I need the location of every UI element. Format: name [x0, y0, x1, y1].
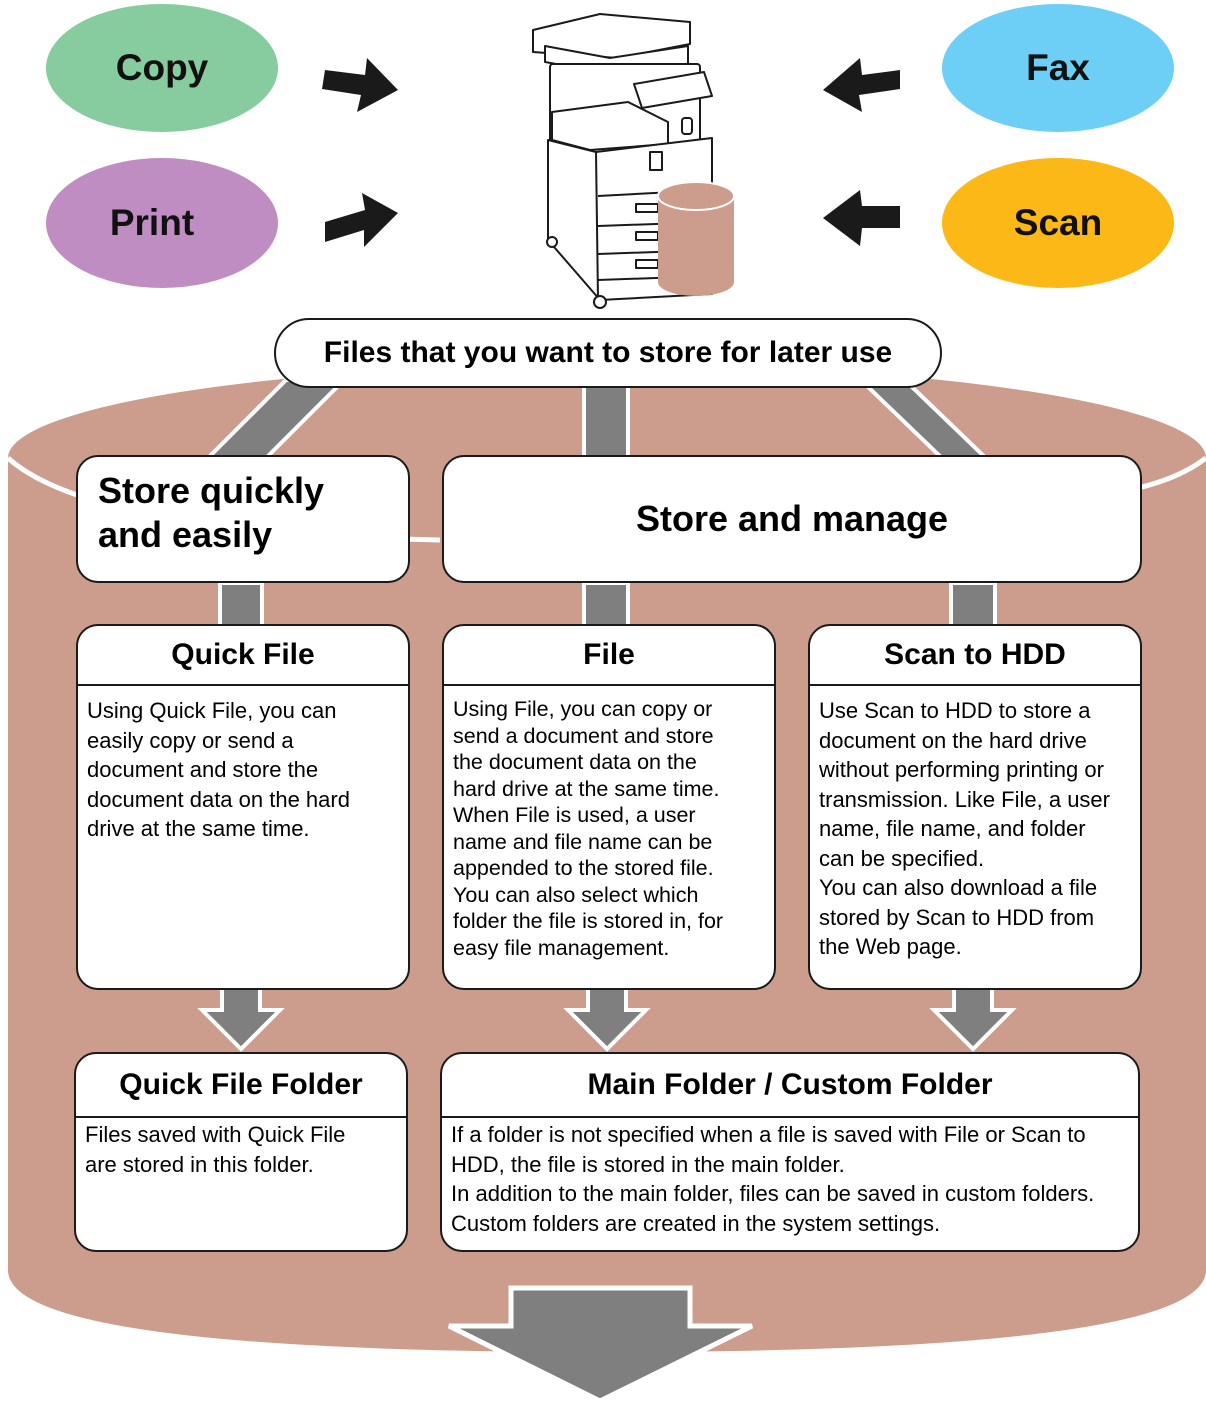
folder-main-custom-text: If a folder is not specified when a file…	[442, 1116, 1138, 1238]
mode-scan-to-hdd-text: Use Scan to HDD to store a document on t…	[819, 698, 1110, 959]
category-manage-title: Store and manage	[635, 498, 949, 539]
mode-quick-file: Quick File Using Quick File, you can eas…	[76, 624, 410, 990]
category-manage: Store and manage	[442, 455, 1142, 583]
mode-file: File Using File, you can copy or send a …	[442, 624, 776, 990]
files-header-label: Files that you want to store for later u…	[323, 336, 893, 369]
files-header: Files that you want to store for later u…	[274, 318, 942, 388]
arrow-scan	[823, 190, 900, 246]
hard-drive-icon	[657, 181, 735, 296]
source-copy-label: Copy	[115, 47, 209, 88]
arrow-copy	[322, 58, 398, 112]
input-arrows	[322, 58, 900, 247]
source-fax: Fax	[942, 4, 1174, 132]
folder-quick-file: Quick File Folder Files saved with Quick…	[74, 1052, 408, 1252]
mode-scan-to-hdd-title: Scan to HDD	[810, 626, 1140, 686]
source-print-label: Print	[109, 202, 195, 243]
mode-scan-to-hdd: Scan to HDD Use Scan to HDD to store a d…	[808, 624, 1142, 990]
bottom-output-arrow	[447, 1285, 754, 1401]
source-scan: Scan	[942, 158, 1174, 288]
category-quick-title: Store quickly and easily	[98, 470, 325, 555]
source-fax-label: Fax	[1026, 47, 1090, 88]
down-arrows	[197, 986, 1017, 1052]
folder-main-custom-title: Main Folder / Custom Folder	[587, 1068, 993, 1101]
source-scan-label: Scan	[1013, 202, 1103, 243]
folder-quick-file-title: Quick File Folder	[119, 1068, 363, 1101]
down-arrow-quick	[197, 986, 285, 1052]
source-copy: Copy	[46, 4, 278, 132]
arrow-print	[325, 193, 398, 247]
mode-file-text: Using File, you can copy or send a docum…	[453, 697, 724, 960]
down-arrow-hdd	[929, 986, 1017, 1052]
mode-quick-file-title: Quick File	[78, 626, 408, 686]
folder-main-custom: Main Folder / Custom Folder If a folder …	[440, 1052, 1140, 1252]
source-print: Print	[46, 158, 278, 288]
mode-file-title: File	[444, 626, 774, 686]
down-arrow-file	[563, 986, 651, 1052]
arrow-fax	[823, 58, 900, 112]
category-quick: Store quickly and easily	[76, 455, 410, 583]
mode-quick-file-text: Using Quick File, you can easily copy or…	[87, 698, 350, 841]
folder-quick-file-text: Files saved with Quick File are stored i…	[76, 1116, 406, 1179]
